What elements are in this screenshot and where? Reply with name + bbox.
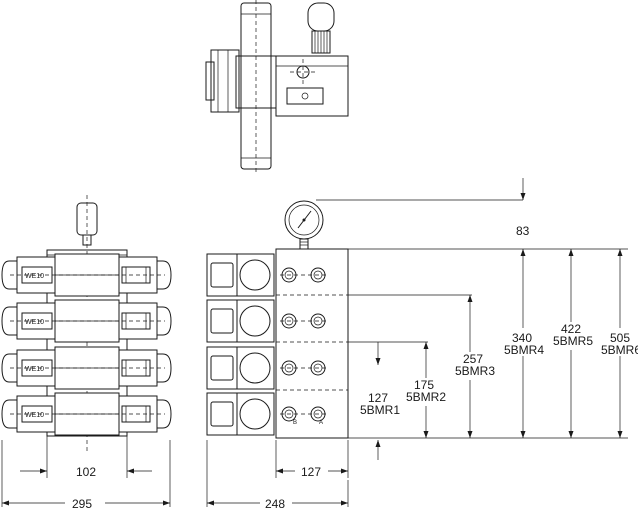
front-valve-row: WE10 bbox=[1, 299, 172, 343]
top-view bbox=[205, 0, 349, 172]
solenoid-label: WE10 bbox=[25, 273, 44, 280]
front-dimensions: 102 295 bbox=[1, 436, 171, 511]
port-b-label: B bbox=[293, 420, 297, 426]
solenoid-label: WE10 bbox=[25, 319, 44, 326]
dim-127: 127 bbox=[368, 391, 388, 405]
side-view: B A bbox=[206, 200, 349, 439]
side-valve-row bbox=[206, 253, 327, 297]
front-dim-102: 102 bbox=[76, 465, 96, 479]
side-valve-row bbox=[206, 346, 327, 390]
model-5bmr3: 5BMR3 bbox=[455, 364, 495, 378]
dim-83: 83 bbox=[516, 224, 530, 238]
side-valve-row bbox=[206, 299, 327, 343]
dim-505: 505 bbox=[610, 331, 630, 345]
side-dimensions: 127 248 bbox=[206, 440, 349, 511]
model-5bmr1: 5BMR1 bbox=[360, 403, 400, 417]
model-5bmr4: 5BMR4 bbox=[504, 343, 544, 357]
port-a-label: A bbox=[319, 420, 323, 426]
height-dimensions: 83 127 5BMR1 175 5BMR2 257 5BMR3 340 5BM… bbox=[316, 178, 638, 460]
solenoid-label: WE10 bbox=[25, 412, 44, 419]
dim-340: 340 bbox=[512, 331, 532, 345]
front-valve-row: WE10 bbox=[1, 392, 172, 436]
side-dim-127: 127 bbox=[301, 465, 321, 479]
front-valve-row: WE10 bbox=[1, 346, 172, 390]
model-5bmr5: 5BMR5 bbox=[553, 334, 593, 348]
dim-175: 175 bbox=[414, 378, 434, 392]
solenoid-label: WE10 bbox=[25, 366, 44, 373]
dim-422: 422 bbox=[561, 322, 581, 336]
side-valve-row bbox=[206, 392, 327, 436]
model-5bmr6: 5BMR6 bbox=[601, 343, 638, 357]
dim-257: 257 bbox=[463, 352, 483, 366]
model-5bmr2: 5BMR2 bbox=[406, 390, 446, 404]
front-valve-row: WE10 bbox=[1, 253, 172, 297]
front-dim-295: 295 bbox=[72, 497, 92, 511]
side-dim-248: 248 bbox=[265, 497, 285, 511]
